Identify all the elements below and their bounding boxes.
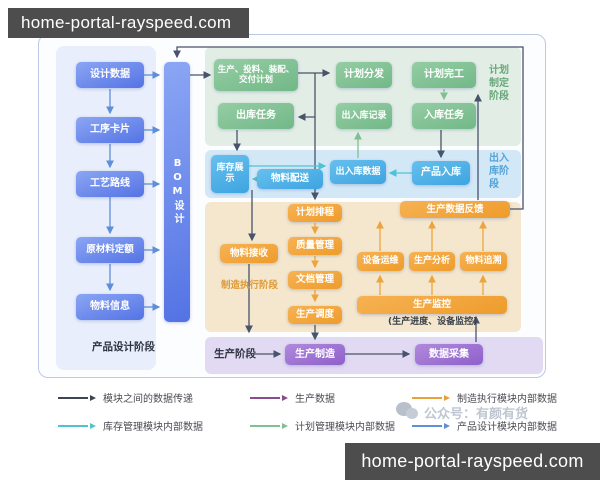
node-outbound-task: 出库任务 [218,103,294,129]
node-prod-dispatch: 生产调度 [288,306,342,324]
watermark-bottom-right: home-portal-rayspeed.com [345,443,600,480]
phase-label-mfg-execution: 制造执行阶段 [221,280,279,291]
legend-item-label: 制造执行模块内部数据 [457,394,557,405]
node-prod-analysis: 生产分析 [409,252,455,271]
phase-label-product-design: 产品设计阶段 [92,341,155,353]
legend-item: 计划管理模块内部数据 [250,418,412,433]
node-material-quota: 原材料定额 [76,237,144,263]
node-inout-data: 出入库数据 [330,160,386,184]
node-plan-box: 生产、投料、装配、交付计划 [214,59,298,91]
node-bom-design: BOM设计 [164,62,190,322]
node-material-delivery: 物料配送 [257,169,323,189]
node-data-feedback: 生产数据反馈 [400,201,510,218]
wechat-icon [396,402,420,422]
node-data-collect: 数据采集 [415,344,483,365]
node-doc-mgmt: 文档管理 [288,271,342,289]
legend-item: 制造执行模块内部数据 [412,390,558,405]
legend-item: 库存管理模块内部数据 [58,418,250,433]
wechat-watermark-text: 公众号：有颜有货 [424,406,529,422]
node-inout-record: 出入库记录 [336,103,392,129]
node-material-trace: 物料追溯 [460,252,507,271]
node-plan-dispatch: 计划分发 [336,62,392,88]
phase-label-production: 生产阶段 [214,348,256,360]
legend-item-label: 产品设计模块内部数据 [457,422,557,433]
wechat-watermark: 公众号：有颜有货 [396,402,528,422]
watermark-top-left: home-portal-rayspeed.com [8,8,249,38]
node-equip-ops: 设备运维 [357,252,404,271]
node-inbound-task: 入库任务 [412,103,476,129]
node-process-card: 工序卡片 [76,117,144,143]
legend-item-label: 计划管理模块内部数据 [295,422,395,433]
legend-item: 模块之间的数据传递 [58,390,250,405]
node-quality-mgmt: 质量管理 [288,237,342,255]
node-product-inbound: 产品入库 [412,161,470,185]
node-plan-schedule: 计划排程 [288,204,342,222]
panel-production [205,337,543,374]
node-manufacture: 生产制造 [285,344,345,365]
legend-item-label: 库存管理模块内部数据 [103,422,203,433]
legend-item-label: 模块之间的数据传递 [103,394,193,405]
phase-label-inout-warehouse: 出入库阶段 [489,153,509,190]
legend: 模块之间的数据传递 生产数据 制造执行模块内部数据库存管理模块内部数据 计划管理模块内… [58,390,558,433]
phase-label-plan-making: 计划制定阶段 [489,65,509,102]
monitor-caption: (生产进度、设备监控) [388,317,478,327]
node-inventory-display: 库存展示 [211,155,249,193]
node-material-info: 物料信息 [76,294,144,320]
legend-item: 生产数据 [250,390,412,405]
node-prod-monitor: 生产监控 [357,296,507,314]
node-process-route: 工艺路线 [76,171,144,197]
legend-item: 产品设计模块内部数据 [412,418,558,433]
panel-product-design [56,46,156,370]
node-plan-complete: 计划完工 [412,62,476,88]
node-design-data: 设计数据 [76,62,144,88]
node-material-receive: 物料接收 [220,244,278,263]
legend-item-label: 生产数据 [295,394,335,405]
